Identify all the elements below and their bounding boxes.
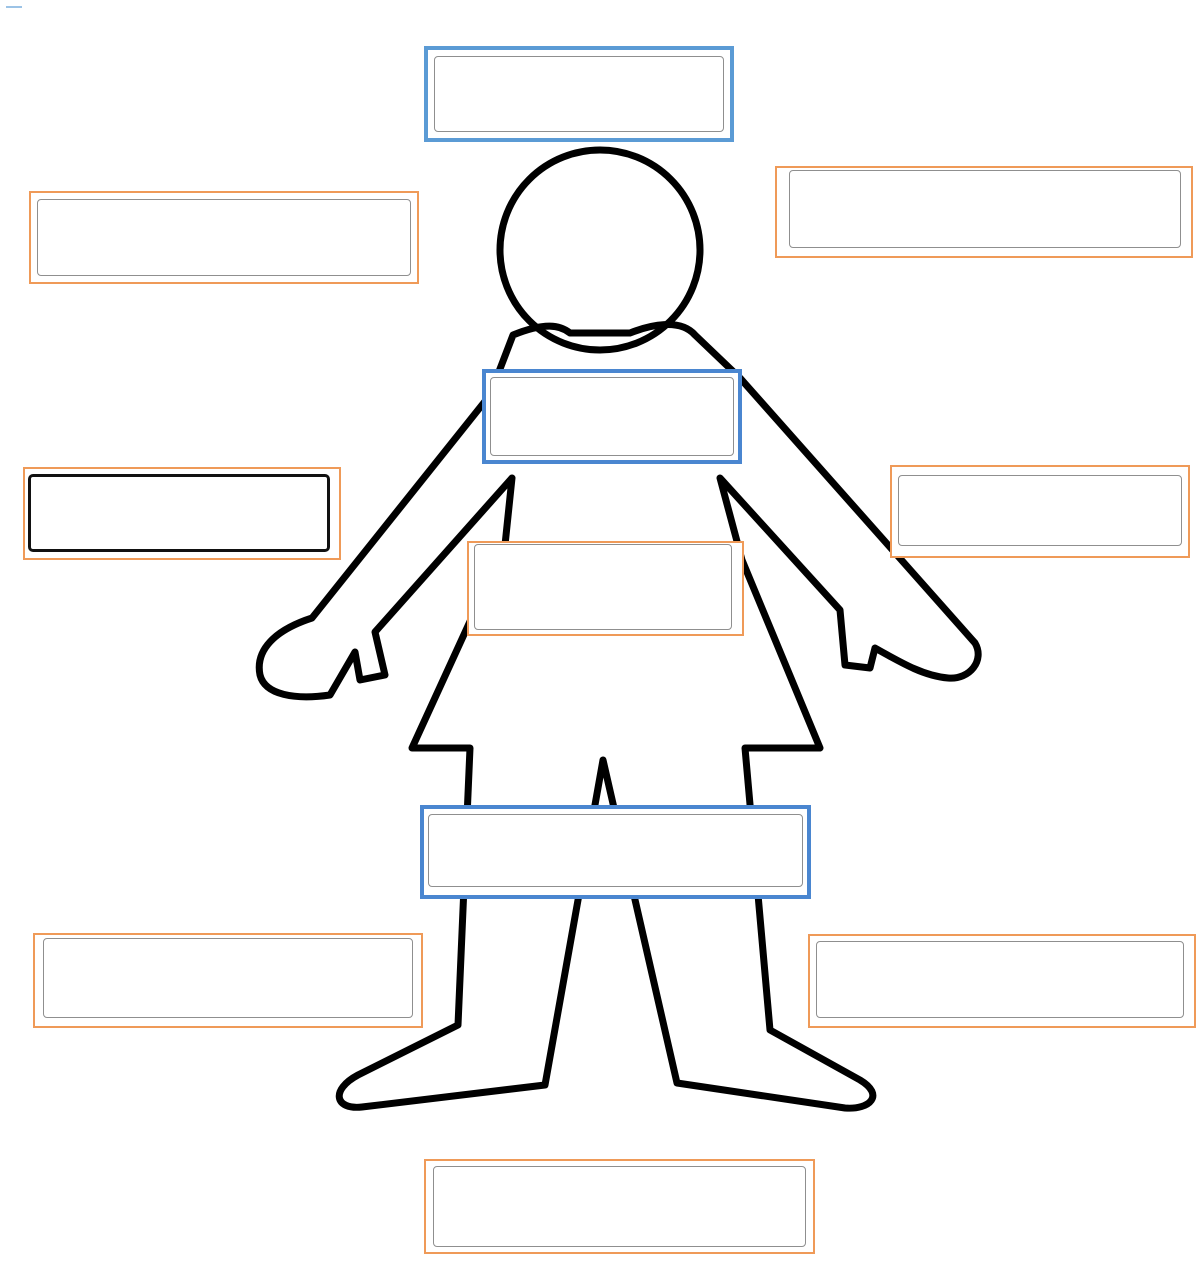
label-input-right-upper[interactable]: [789, 170, 1181, 248]
label-input-right-middle[interactable]: [898, 475, 1182, 546]
label-input-right-lower[interactable]: [816, 941, 1184, 1018]
label-box-left-middle: [23, 467, 341, 560]
label-box-head-top: [424, 46, 734, 142]
label-box-chest: [482, 369, 742, 464]
label-input-hips[interactable]: [428, 814, 803, 887]
label-box-right-lower: [808, 934, 1196, 1028]
label-input-waist[interactable]: [474, 544, 732, 630]
head-outline: [500, 150, 700, 350]
label-input-chest[interactable]: [490, 377, 734, 456]
label-input-feet-bottom[interactable]: [433, 1166, 806, 1247]
label-input-left-lower[interactable]: [43, 938, 413, 1018]
label-input-left-upper[interactable]: [37, 199, 411, 276]
label-input-head-top[interactable]: [434, 56, 724, 132]
label-box-right-middle: [890, 465, 1190, 558]
label-box-left-lower: [33, 933, 423, 1028]
label-input-left-middle[interactable]: [28, 474, 330, 552]
label-box-hips: [420, 805, 811, 899]
label-box-right-upper: [775, 166, 1193, 258]
label-box-waist: [467, 541, 744, 636]
label-box-feet-bottom: [424, 1159, 815, 1254]
label-box-left-upper: [29, 191, 419, 284]
